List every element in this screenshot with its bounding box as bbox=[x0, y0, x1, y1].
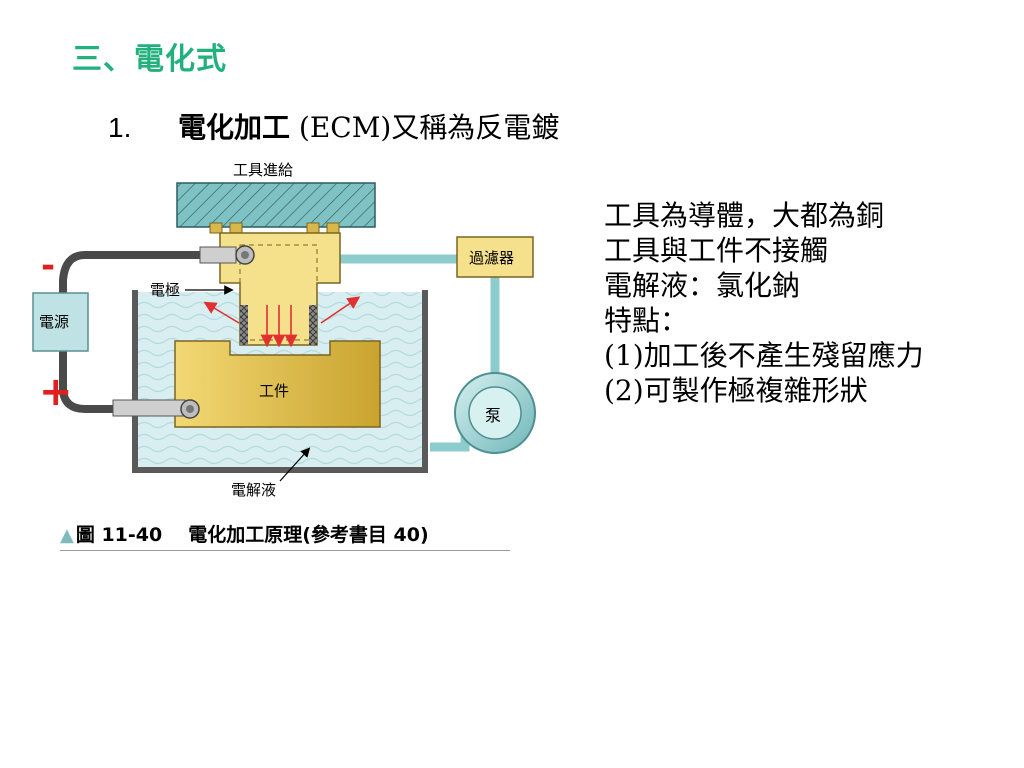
label-electrolyte: 電解液 bbox=[231, 481, 276, 499]
note-line: (2)可製作極複雜形狀 bbox=[604, 374, 868, 407]
ecm-diagram: - + 工具進給 過濾器 電源 電極 工件 泵 電解液 bbox=[32, 161, 536, 499]
label-filter: 過濾器 bbox=[469, 249, 514, 267]
note-line: (1)加工後不產生殘留應力 bbox=[604, 339, 924, 372]
tool-feed-plate bbox=[176, 182, 376, 228]
figure-caption-text: 電化加工原理(參考書目 40) bbox=[188, 524, 429, 546]
subtitle-rest: (ECM)又稱為反電鍍 bbox=[290, 111, 560, 144]
negative-cable bbox=[59, 251, 217, 293]
label-electrode: 電極 bbox=[150, 281, 180, 299]
note-line: 特點： bbox=[604, 304, 689, 337]
positive-cable bbox=[59, 351, 170, 413]
subtitle-bold-term: 電化加工 bbox=[178, 111, 291, 144]
slide-subtitle: 1. 電化加工 (ECM)又稱為反電鍍 bbox=[108, 106, 559, 146]
notes-list: 工具為導體，大都為銅 工具與工件不接觸 電解液：氯化鈉 特點： (1)加工後不產… bbox=[604, 198, 924, 408]
note-line: 工具與工件不接觸 bbox=[604, 234, 829, 267]
pipe-pump-to-tank bbox=[430, 435, 470, 452]
figure-caption: ▲圖 11-40 電化加工原理(參考書目 40) bbox=[60, 520, 510, 551]
label-tool-feed: 工具進給 bbox=[233, 161, 293, 179]
note-line: 電解液：氯化鈉 bbox=[604, 269, 801, 302]
label-pump: 泵 bbox=[485, 406, 501, 425]
minus-sign: - bbox=[41, 246, 55, 286]
label-workpiece: 工件 bbox=[259, 382, 289, 400]
workpiece bbox=[174, 340, 381, 428]
filter-box bbox=[456, 236, 534, 278]
note-line: 工具為導體，大都為銅 bbox=[604, 199, 885, 232]
tank-walls bbox=[132, 290, 428, 473]
subtitle-number: 1. bbox=[108, 112, 132, 143]
triangle-marker-icon: ▲ bbox=[60, 525, 74, 546]
label-power-supply: 電源 bbox=[39, 313, 69, 331]
power-supply-box bbox=[32, 292, 89, 352]
figure-number: 圖 11-40 bbox=[75, 524, 163, 546]
plus-sign: + bbox=[39, 369, 73, 415]
slide-title: 三、電化式 bbox=[72, 42, 227, 77]
